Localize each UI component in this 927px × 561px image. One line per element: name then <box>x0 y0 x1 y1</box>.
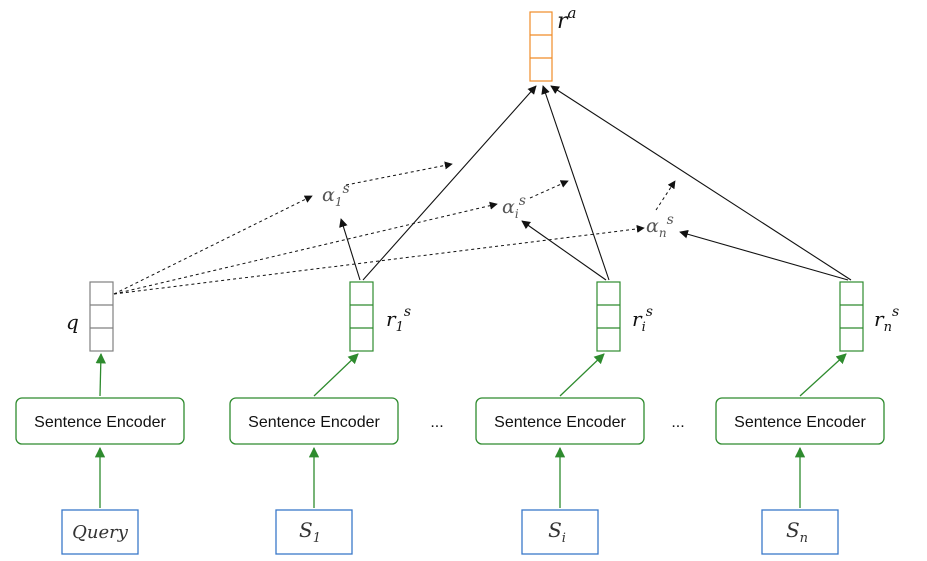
alphai-label: αis <box>502 193 526 221</box>
rn-to-ra-arrow <box>550 85 852 281</box>
sn-input-label: Sn <box>786 518 808 546</box>
query-encoder-label: Sentence Encoder <box>34 414 166 431</box>
encoder-to-rn-arrow <box>799 353 847 397</box>
alpha1-label: α1s <box>322 181 350 209</box>
sn-encoder-label: Sentence Encoder <box>734 414 866 431</box>
rn-label: rns <box>874 304 899 335</box>
q-label: q <box>66 310 79 334</box>
ri-label: ris <box>632 304 653 335</box>
ra-vector <box>529 11 553 82</box>
q-to-alpha1-dotted <box>113 195 313 295</box>
ellipsis-right: ... <box>671 414 684 431</box>
q-vector <box>89 281 114 352</box>
rn-vector <box>839 281 864 352</box>
ri-to-ra-arrow <box>541 85 610 281</box>
si-input-label: Si <box>548 518 566 546</box>
ri-to-alphai-arrow <box>521 220 607 281</box>
si-sentence-encoder <box>475 397 645 445</box>
alphan-label: αns <box>646 212 674 240</box>
sn-input-box <box>761 509 839 555</box>
alphan-out-dotted <box>655 180 676 211</box>
si-encoder-label: Sentence Encoder <box>494 414 626 431</box>
s1-sentence-encoder <box>229 397 399 445</box>
s1-encoder-label: Sentence Encoder <box>248 414 380 431</box>
q-to-alphai-dotted <box>113 201 498 295</box>
si-input-box <box>521 509 599 555</box>
encoder-to-ri-arrow <box>559 353 605 397</box>
r1-to-alpha1-arrow <box>339 218 361 281</box>
query-input-label: Query <box>72 522 129 543</box>
s1-input-box <box>275 509 353 555</box>
query-sentence-encoder <box>15 397 185 445</box>
r1-to-ra-arrow <box>362 85 537 281</box>
ellipsis-left: ... <box>430 414 443 431</box>
q-to-alphan-dotted <box>113 224 645 295</box>
r1-label: r1s <box>386 304 411 335</box>
ra-label: ra <box>557 4 576 34</box>
encoder-to-q-arrow <box>95 352 106 397</box>
r1-vector <box>349 281 374 352</box>
alpha1-out-dotted <box>345 161 453 186</box>
sn-sentence-encoder <box>715 397 885 445</box>
encoder-to-r1-arrow <box>313 353 359 397</box>
alphai-out-dotted <box>529 180 569 199</box>
rn-to-alphan-arrow <box>679 229 849 281</box>
ri-vector <box>596 281 621 352</box>
s1-input-label: S1 <box>299 518 321 546</box>
query-input-box <box>61 509 139 555</box>
